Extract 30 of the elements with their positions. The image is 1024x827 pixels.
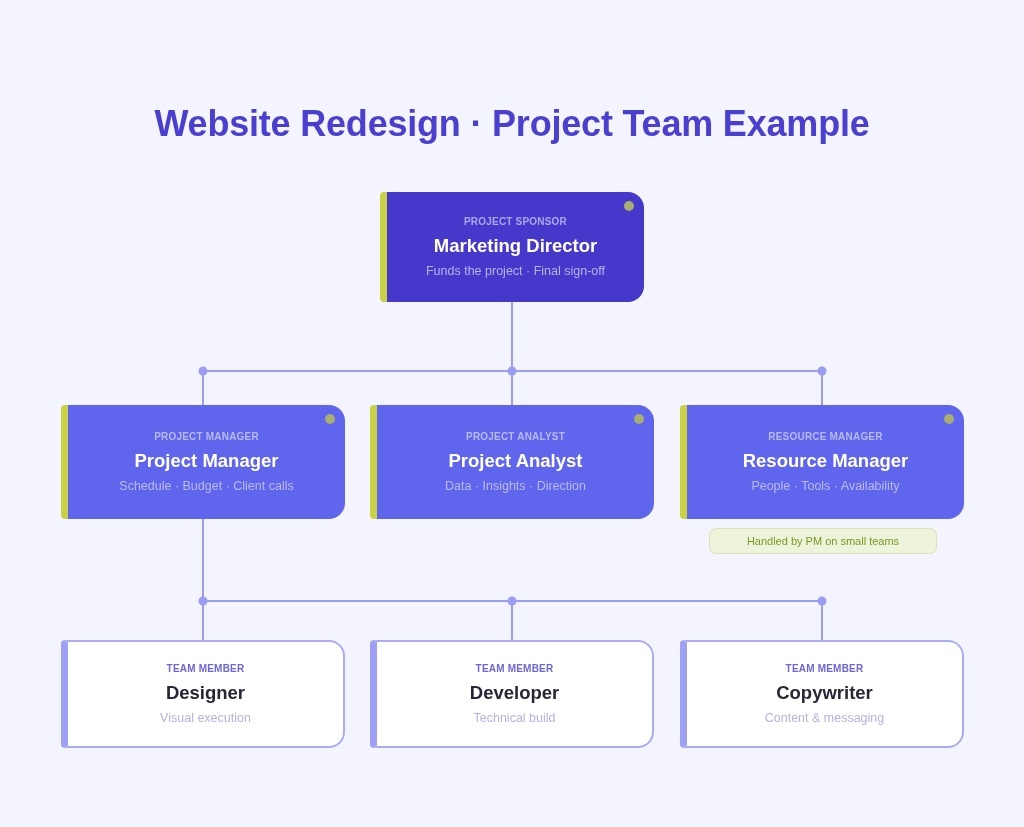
- role-description: Data · Insights · Direction: [445, 477, 586, 495]
- role-label: PROJECT ANALYST: [466, 429, 565, 444]
- role-title: Project Analyst: [448, 449, 583, 472]
- role-description: People · Tools · Availability: [751, 477, 900, 495]
- role-card: [380, 192, 644, 302]
- role-description: Schedule · Budget · Client calls: [119, 477, 294, 495]
- diagram-title: Website Redesign · Project Team Example: [154, 102, 870, 146]
- role-card: [370, 640, 654, 748]
- role-card: [680, 640, 964, 748]
- role-label: TEAM MEMBER: [475, 661, 554, 676]
- role-title: Project Manager: [134, 449, 279, 472]
- role-title: Developer: [469, 681, 560, 704]
- role-description: Technical build: [473, 709, 556, 727]
- role-label: TEAM MEMBER: [166, 661, 245, 676]
- role-description: Funds the project · Final sign-off: [426, 262, 605, 280]
- role-label: PROJECT MANAGER: [154, 429, 259, 444]
- role-label: TEAM MEMBER: [785, 661, 864, 676]
- role-title: Copywriter: [776, 681, 873, 704]
- note-tag: Handled by PM on small teams: [709, 528, 937, 554]
- role-card: [370, 405, 654, 519]
- role-label: RESOURCE MANAGER: [768, 429, 883, 444]
- role-title: Resource Manager: [742, 449, 909, 472]
- role-card: [61, 405, 345, 519]
- role-card: [61, 640, 345, 748]
- role-title: Marketing Director: [433, 234, 598, 257]
- role-description: Content & messaging: [764, 709, 885, 727]
- role-label: PROJECT SPONSOR: [464, 214, 567, 229]
- role-title: Designer: [165, 681, 246, 704]
- role-description: Visual execution: [160, 709, 251, 727]
- role-card: [680, 405, 964, 519]
